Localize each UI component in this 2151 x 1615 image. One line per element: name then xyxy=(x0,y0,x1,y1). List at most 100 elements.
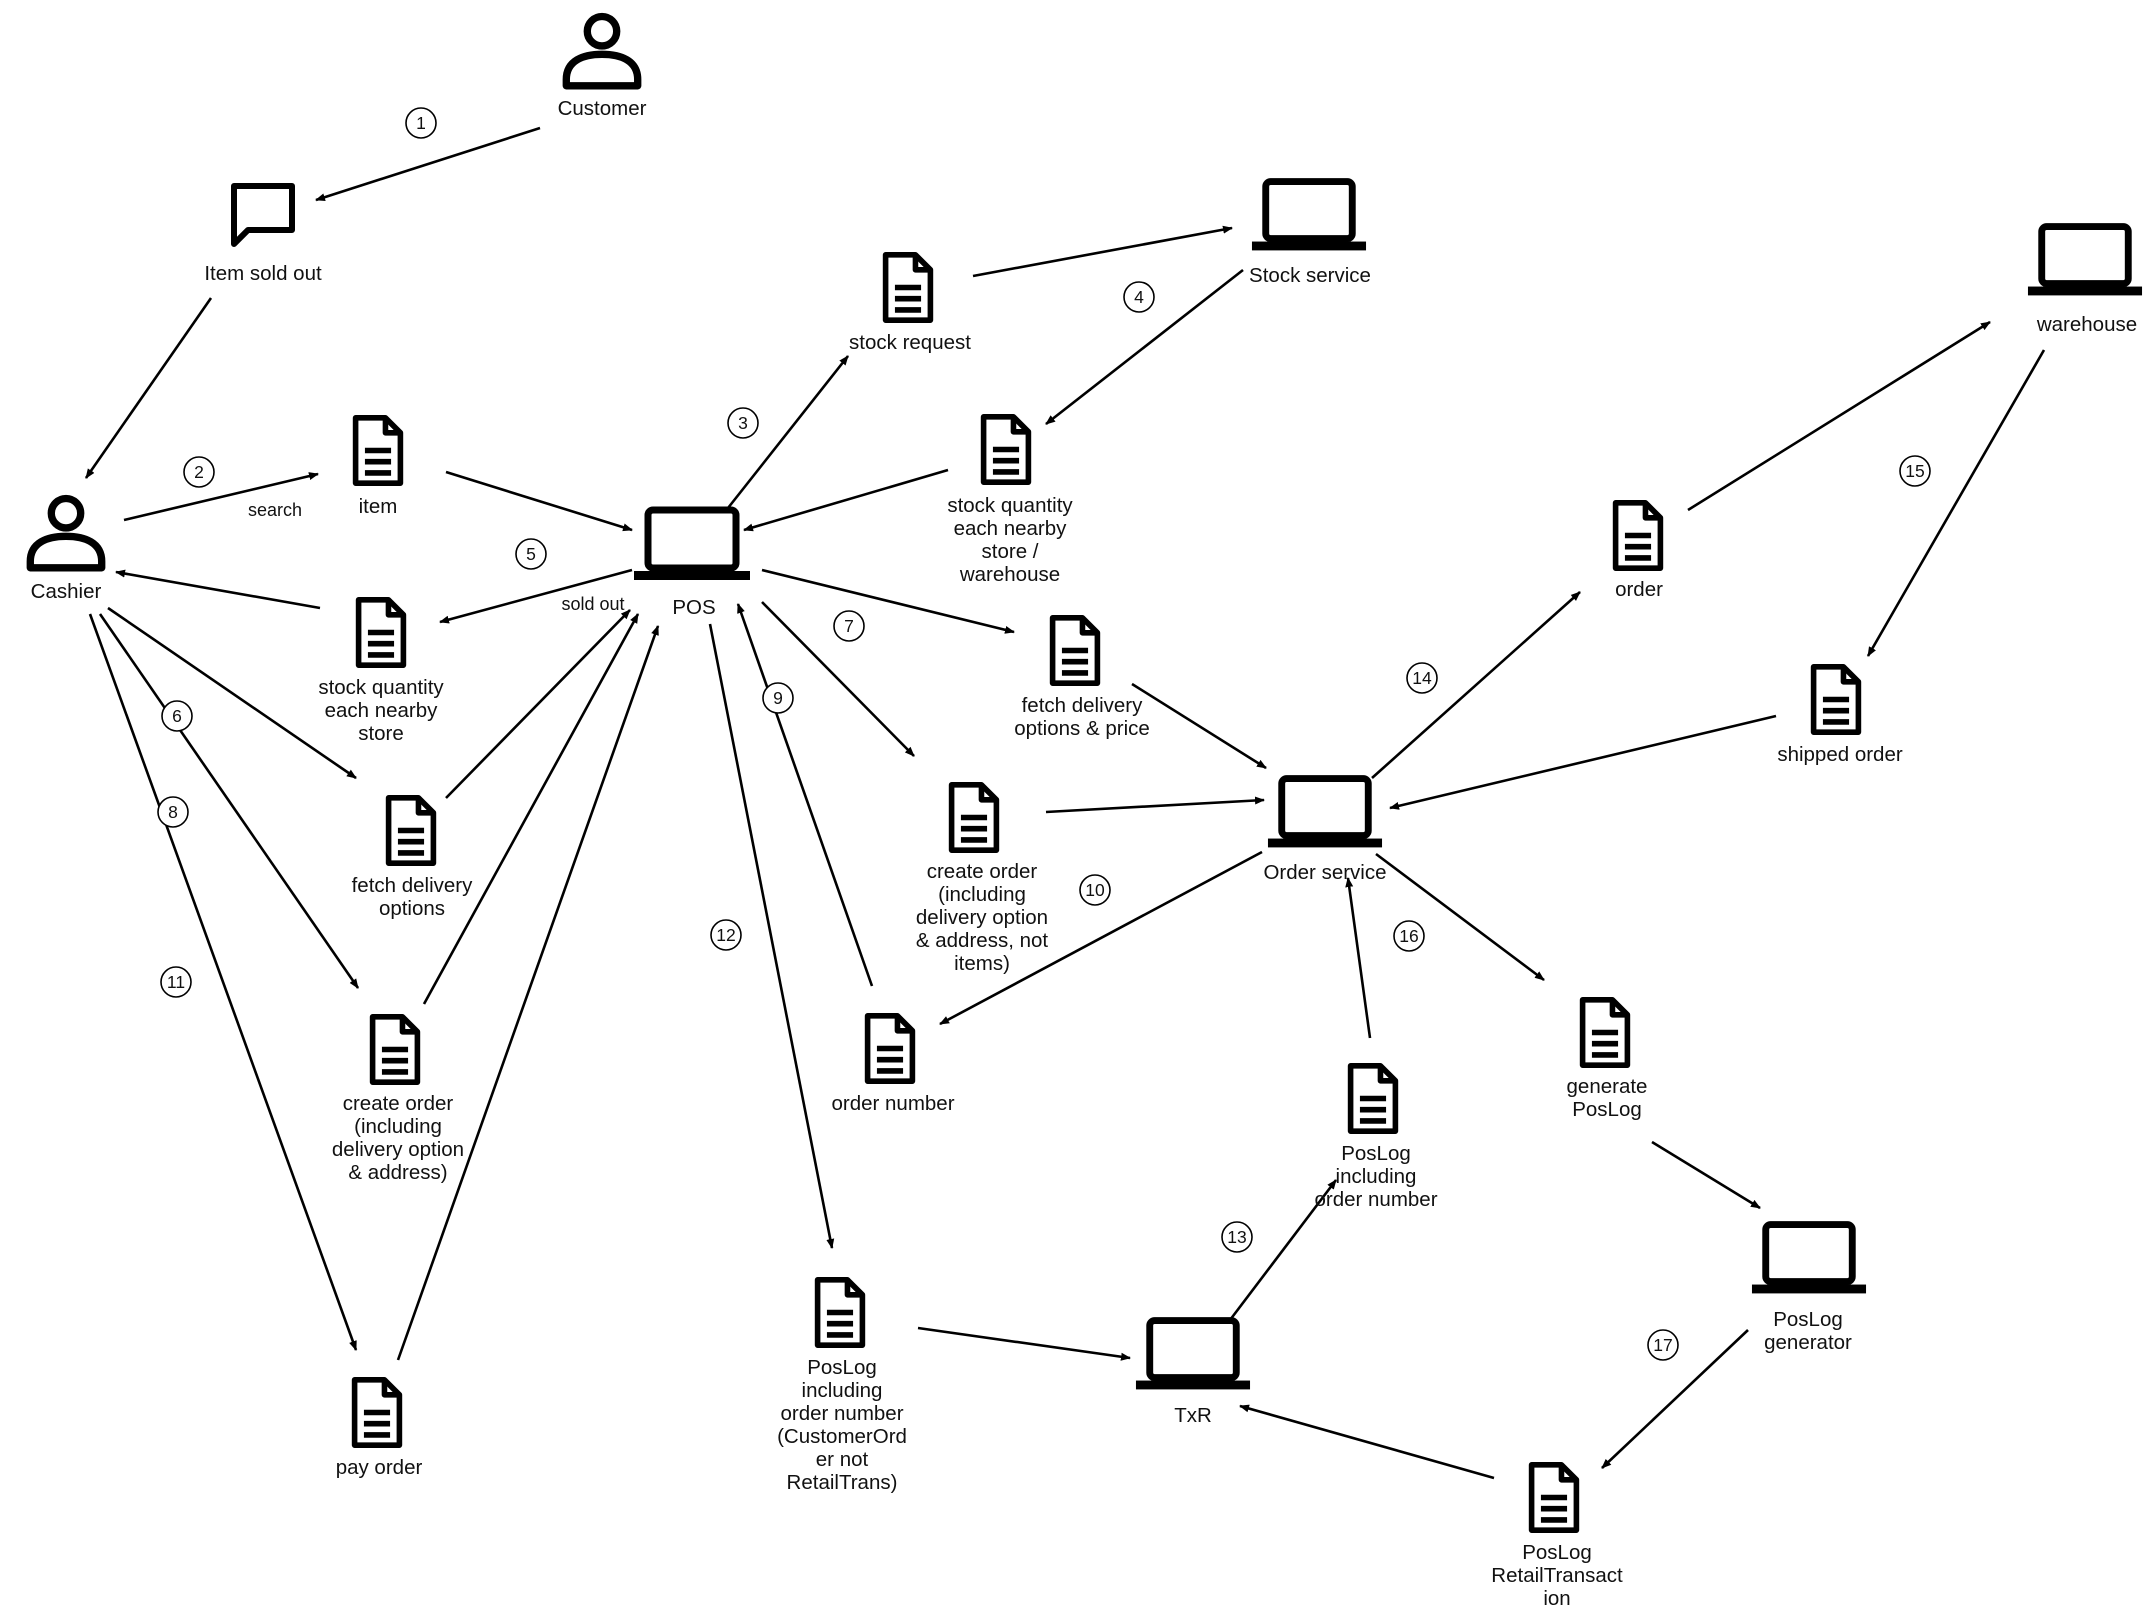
step-marker-17: 17 xyxy=(1647,1329,1679,1361)
person-icon xyxy=(566,17,637,86)
document-icon xyxy=(359,600,404,665)
step-number: 9 xyxy=(773,688,783,708)
connector-arrow-34 xyxy=(1239,1404,1495,1480)
step-number: 3 xyxy=(738,413,748,433)
message-icon xyxy=(234,186,292,244)
step-marker-12: 12 xyxy=(710,919,742,951)
connector-arrow-29 xyxy=(1866,349,2046,657)
shipped-order-doc-label: shipped order xyxy=(1777,743,1903,766)
document-icon xyxy=(868,1016,913,1081)
connector-arrow-17 xyxy=(761,568,1015,634)
order-doc-node: order xyxy=(1615,503,1663,601)
step-marker-13: 13 xyxy=(1221,1221,1253,1253)
pay-order-doc-label: pay order xyxy=(336,1456,423,1479)
connector-arrow-31 xyxy=(1375,852,1545,982)
document-icon xyxy=(1351,1066,1396,1131)
item-doc-node: item xyxy=(356,418,401,518)
connector-arrow-3 xyxy=(123,472,319,522)
document-icon xyxy=(1053,618,1098,683)
connector-arrow-18 xyxy=(1131,682,1267,770)
stock-service-node: Stock service xyxy=(1249,182,1371,287)
pos-node: POS xyxy=(634,510,750,619)
step-marker-5: 5 xyxy=(515,538,547,570)
document-icon xyxy=(1814,667,1859,732)
item-doc-label: item xyxy=(359,495,398,518)
pay-order-doc-node: pay order xyxy=(336,1380,423,1479)
computer-icon xyxy=(634,510,750,580)
connector-arrow-10 xyxy=(115,569,321,610)
document-icon xyxy=(356,418,401,483)
step-number: 13 xyxy=(1227,1227,1246,1247)
txr-label: TxR xyxy=(1174,1404,1212,1427)
connector-arrow-7 xyxy=(1045,268,1244,426)
connector-arrow-24 xyxy=(917,1326,1131,1361)
connector-arrow-28 xyxy=(1687,320,1991,512)
warehouse-label: warehouse xyxy=(2036,313,2137,336)
sold-out-edge-label: sold out xyxy=(561,594,624,614)
connector-arrow-2 xyxy=(84,297,213,479)
connector-arrow-9 xyxy=(439,568,633,624)
cashier-label: Cashier xyxy=(31,580,102,603)
connector-arrow-19 xyxy=(761,601,915,757)
step-marker-4: 4 xyxy=(1123,281,1155,313)
shipped-order-doc-node: shipped order xyxy=(1777,667,1903,766)
cashier-node: Cashier xyxy=(30,499,102,603)
document-icon xyxy=(355,1380,400,1445)
step-number: 6 xyxy=(172,706,182,726)
txr-node: TxR xyxy=(1136,1321,1250,1427)
customer-label: Customer xyxy=(558,97,647,120)
document-icon xyxy=(952,785,997,850)
document-icon xyxy=(373,1017,418,1082)
pos-label: POS xyxy=(672,596,715,619)
connector-arrow-33 xyxy=(1601,1329,1749,1469)
step-marker-15: 15 xyxy=(1899,455,1931,487)
step-marker-7: 7 xyxy=(833,610,865,642)
connector-arrow-25 xyxy=(1228,1179,1338,1321)
step-marker-10: 10 xyxy=(1079,874,1111,906)
connector-arrow-6 xyxy=(972,225,1233,278)
connector-arrow-27 xyxy=(1371,591,1581,779)
step-number: 15 xyxy=(1905,461,1924,481)
document-icon xyxy=(1583,1000,1628,1065)
document-icon xyxy=(1532,1465,1577,1530)
connector-arrow-14 xyxy=(422,613,640,1005)
computer-icon xyxy=(2028,227,2142,296)
connector-arrow-26 xyxy=(1345,877,1372,1039)
step-number: 5 xyxy=(526,544,536,564)
computer-icon xyxy=(1136,1321,1250,1390)
stock-request-doc-node: stock request xyxy=(849,255,971,354)
connector-arrow-32 xyxy=(1651,1140,1761,1210)
document-icon xyxy=(984,417,1029,482)
connector-arrow-23 xyxy=(708,623,835,1249)
step-marker-16: 16 xyxy=(1393,920,1425,952)
connector-arrow-21 xyxy=(736,603,874,987)
connector-arrow-1 xyxy=(315,126,541,202)
step-number: 14 xyxy=(1412,668,1432,688)
connector-arrow-12 xyxy=(445,609,631,799)
step-marker-14: 14 xyxy=(1406,662,1438,694)
document-icon xyxy=(1616,503,1661,568)
person-icon xyxy=(30,499,101,568)
step-marker-3: 3 xyxy=(727,407,759,439)
